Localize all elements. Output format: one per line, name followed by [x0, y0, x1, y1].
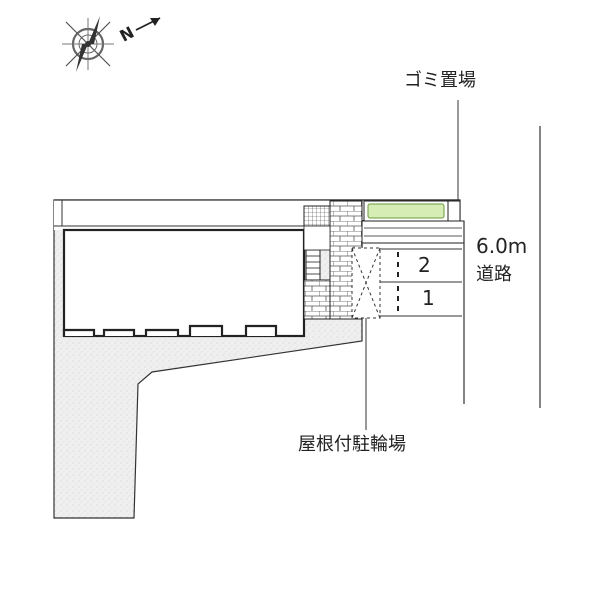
bicycle-parking-label: 屋根付駐輪場 — [298, 434, 406, 455]
parking-slot-label: 1 — [422, 286, 435, 310]
garbage-area — [363, 100, 461, 222]
parking-slot-label: 2 — [418, 253, 431, 277]
building — [62, 228, 306, 338]
road-label: 道路 — [476, 264, 512, 285]
compass-rose-icon — [62, 16, 161, 72]
garbage-area-label: ゴミ置場 — [404, 70, 476, 91]
driveway-strip — [361, 220, 465, 244]
road — [463, 126, 541, 408]
parking-slots — [380, 248, 462, 317]
compass-north-label: N — [116, 23, 137, 46]
bicycle-parking-area — [351, 247, 381, 430]
road-width-label: 6.0m — [476, 234, 528, 258]
